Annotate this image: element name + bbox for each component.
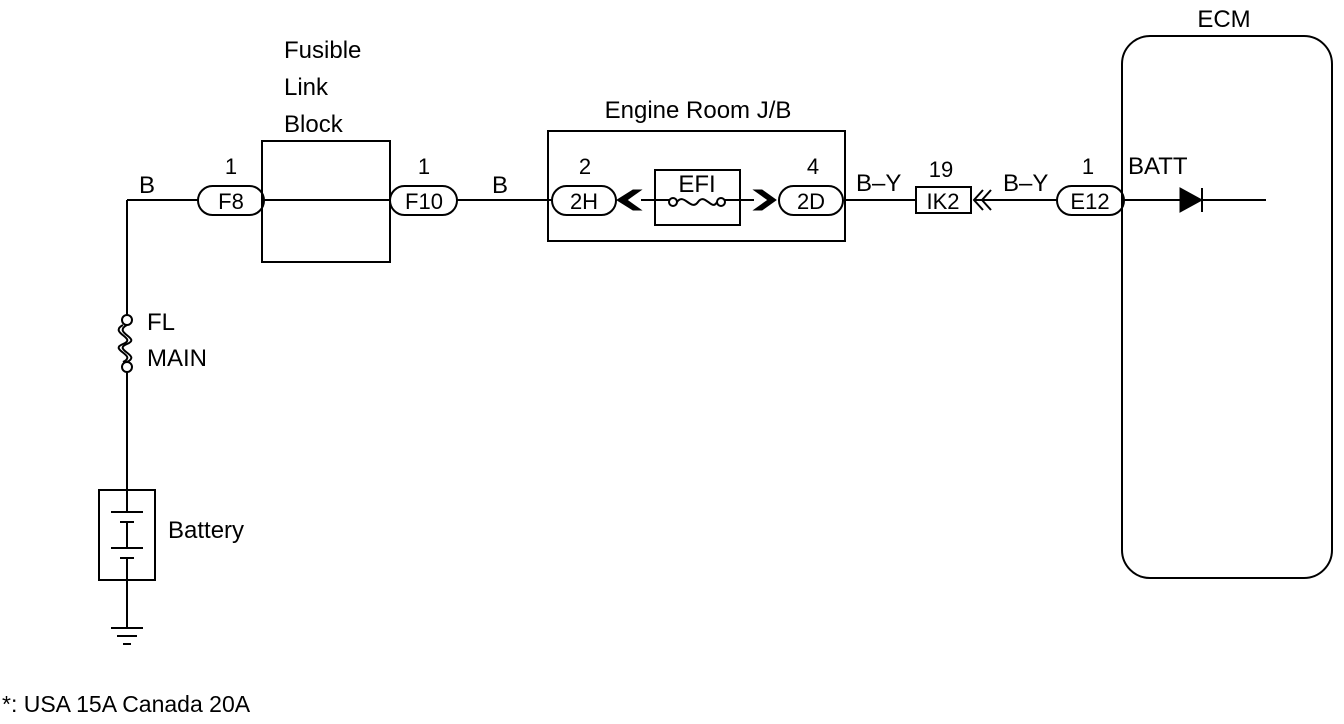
connector-e12-label: E12 — [1070, 189, 1109, 214]
efi-fuse-label: EFI — [678, 171, 715, 198]
engine-room-jb — [547, 130, 846, 242]
pin-number-2d: 4 — [807, 154, 819, 179]
fusible-link-block-label-line2: Link — [284, 74, 329, 101]
connector-chevron-right-icon — [752, 189, 777, 211]
connector-f10 — [389, 185, 458, 216]
connector-2d-label: 2D — [797, 189, 825, 214]
connector-2d — [778, 185, 844, 216]
fusible-link-block — [261, 140, 391, 263]
battery-label: Battery — [168, 517, 244, 544]
wire-color-label: B–Y — [1003, 170, 1048, 197]
pin-number-f10: 1 — [418, 154, 430, 179]
footnote: *: USA 15A Canada 20A — [2, 691, 251, 717]
ground-icon — [111, 627, 143, 645]
engine-room-jb-label: Engine Room J/B — [605, 97, 792, 124]
battery-symbol — [98, 489, 156, 581]
fusible-link-block-label-line1: Fusible — [284, 37, 361, 64]
diode-icon — [1179, 187, 1204, 213]
pin-number-ik2: 19 — [929, 157, 953, 182]
fusible-link-icon — [117, 314, 133, 373]
batt-terminal-label: BATT — [1128, 153, 1188, 180]
connector-f8 — [197, 185, 265, 216]
connector-chevron-icon — [972, 189, 992, 211]
wire-color-label: B — [139, 172, 155, 199]
fl-label: FL — [147, 309, 175, 336]
ecm-box — [1121, 35, 1333, 579]
pin-number-2h: 2 — [579, 154, 591, 179]
efi-fuse-box — [654, 169, 741, 226]
connector-2h-label: 2H — [570, 189, 598, 214]
fusible-link-block-label-line3: Block — [284, 111, 344, 138]
connector-ik2 — [915, 186, 972, 214]
pin-number-f8: 1 — [225, 154, 237, 179]
wire-color-label: B–Y — [856, 170, 901, 197]
main-label: MAIN — [147, 345, 207, 372]
connector-chevron-left-icon — [616, 189, 643, 211]
wire-color-label: B — [492, 172, 508, 199]
ecm-label: ECM — [1197, 6, 1250, 33]
fuse-icon — [655, 197, 740, 207]
pin-number-e12: 1 — [1082, 154, 1094, 179]
connector-ik2-label: IK2 — [926, 189, 959, 214]
connector-f10-label: F10 — [405, 189, 443, 214]
connector-f8-label: F8 — [218, 189, 244, 214]
connector-e12 — [1056, 185, 1125, 216]
connector-2h — [551, 185, 617, 216]
